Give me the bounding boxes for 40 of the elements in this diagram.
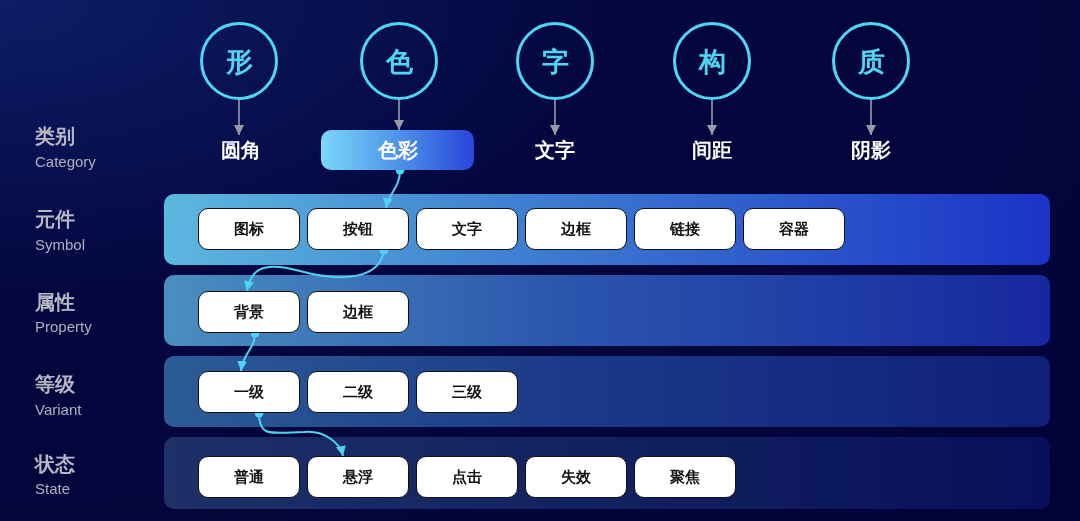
- row-subheading: Property: [35, 317, 92, 337]
- arrow: [550, 99, 560, 136]
- element-tag: 一级: [198, 371, 300, 413]
- category-label: 阴影: [845, 135, 897, 165]
- element-tag: 容器: [743, 208, 845, 250]
- highlighted-category: 色彩: [321, 130, 474, 170]
- element-tag: 二级: [307, 371, 409, 413]
- row-heading: 等级: [35, 372, 75, 396]
- row-subheading: State: [35, 479, 71, 499]
- row-heading: 状态: [35, 452, 75, 476]
- element-tag: 按钮: [307, 208, 409, 250]
- element-tag: 失效: [525, 456, 627, 498]
- element-tag: 普通: [198, 456, 300, 498]
- category-label: 文字: [529, 135, 581, 165]
- layer-band: [164, 356, 1050, 427]
- element-tag: 悬浮: [307, 456, 409, 498]
- element-tag: 聚焦: [634, 456, 736, 498]
- category-label: 间距: [686, 135, 738, 165]
- category-label: 圆角: [215, 135, 267, 165]
- element-tag: 点击: [416, 456, 518, 498]
- element-tag: 文字: [416, 208, 518, 250]
- element-tag: 图标: [198, 208, 300, 250]
- element-tag: 背景: [198, 291, 300, 333]
- element-tag: 链接: [634, 208, 736, 250]
- row-heading: 类别: [35, 124, 75, 148]
- arrow: [234, 99, 244, 136]
- row-heading: 元件: [35, 207, 75, 231]
- layer-band: [164, 194, 1050, 265]
- arrow: [707, 99, 717, 136]
- row-subheading: Symbol: [35, 235, 86, 255]
- row-subheading: Category: [35, 152, 96, 172]
- element-tag: 三级: [416, 371, 518, 413]
- arrow: [394, 99, 404, 131]
- layer-band: [164, 275, 1050, 346]
- element-tag: 边框: [525, 208, 627, 250]
- row-subheading: Variant: [35, 400, 82, 420]
- element-tag: 边框: [307, 291, 409, 333]
- row-heading: 属性: [35, 290, 75, 314]
- arrow: [866, 99, 876, 136]
- layer-band: [164, 437, 1050, 509]
